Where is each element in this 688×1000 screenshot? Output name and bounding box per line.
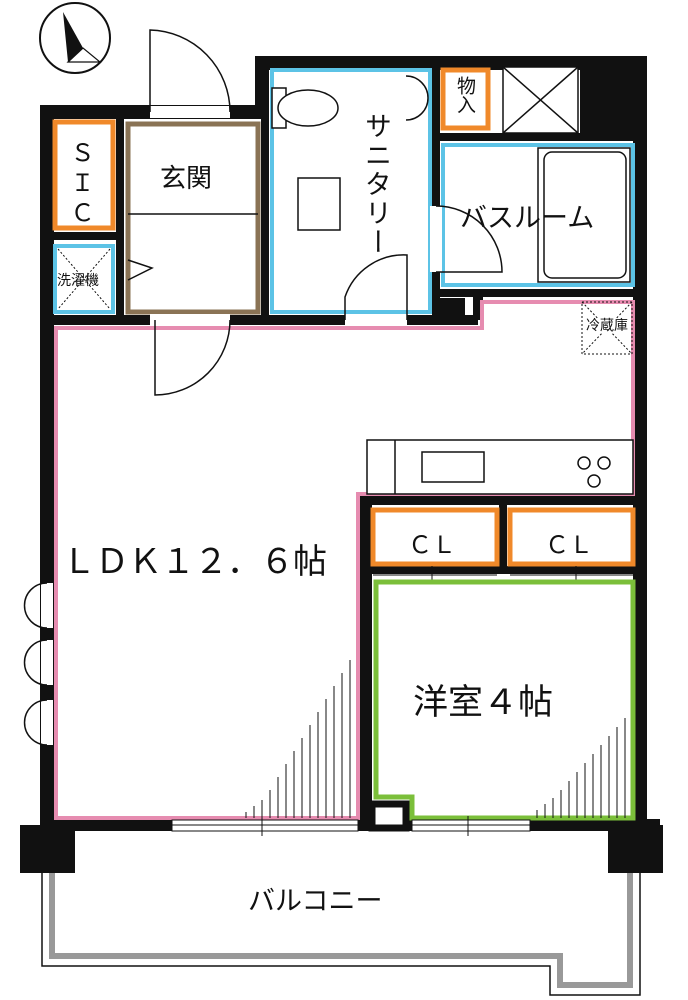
pillar-right (608, 825, 663, 873)
kitchen-sink-icon (421, 451, 485, 483)
pillar-left (20, 825, 75, 873)
entrance-label: 玄関 (160, 164, 213, 194)
closet-1-outline (370, 507, 500, 567)
bathroom-label: バスルーム (460, 203, 595, 234)
closet-1-label: ＣＬ (408, 531, 456, 559)
washing-machine-label: 洗濯機 (57, 273, 99, 289)
balcony-label: バルコニー (248, 886, 383, 917)
sanitary-label: サニタリー (360, 112, 391, 257)
bathtub-icon (537, 147, 631, 283)
closet-2-outline (507, 507, 636, 567)
closet-doors (373, 566, 633, 580)
sic-outline (52, 119, 116, 231)
light-hatch-ldk (245, 660, 351, 818)
washbasin (297, 177, 341, 231)
doors (23, 29, 503, 746)
shaft-cross (502, 66, 579, 134)
stove-burners-icon (577, 456, 611, 488)
bedroom-notch (368, 800, 410, 832)
toilet-icon (271, 87, 339, 129)
pipe-shaft-small (440, 298, 465, 318)
storage-outline (440, 67, 491, 131)
balcony-windows (171, 816, 531, 836)
fridge-label: 冷蔵庫 (586, 318, 628, 334)
bedroom-outline (373, 579, 636, 821)
bedroom-label: 洋室４帖 (413, 683, 554, 723)
closet-2-label: ＣＬ (545, 531, 593, 559)
pipe-shaft (580, 67, 636, 133)
ldk-label: ＬＤＫ１２．６帖 (62, 542, 327, 582)
washing-machine-area (53, 244, 115, 314)
storage-label: 物入 (454, 76, 476, 114)
north-arrow-icon (39, 2, 111, 74)
entrance-outline (125, 121, 261, 315)
balcony-rail (41, 873, 641, 996)
light-hatch-bedroom (536, 718, 626, 818)
sic-label: ＳＩＣ (66, 140, 94, 230)
